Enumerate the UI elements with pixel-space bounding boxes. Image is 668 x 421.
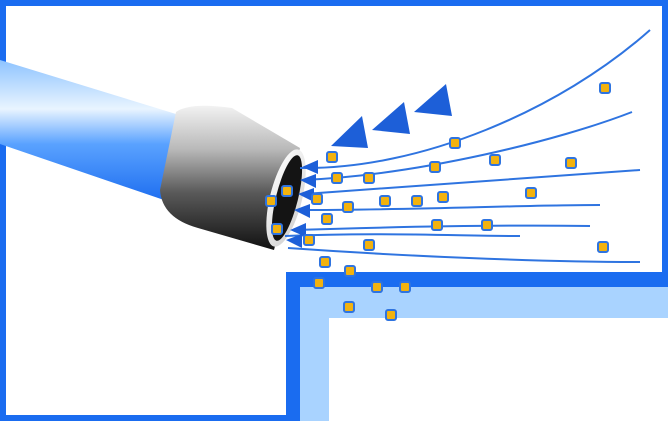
airflow-arrow-icon [331, 116, 368, 148]
dust-particle-icon [321, 213, 333, 225]
dust-particle-icon [303, 234, 315, 246]
airflow-arrow-icon [414, 84, 452, 116]
streamline [303, 169, 641, 195]
streamline [299, 29, 651, 170]
dust-particle-icon [313, 277, 325, 289]
dust-particle-icon [363, 172, 375, 184]
streamline [287, 247, 641, 263]
nozzle-cylinder-icon [160, 105, 306, 250]
dust-particle-icon [449, 137, 461, 149]
airflow-arrow-icon [294, 204, 310, 218]
dust-particle-icon [399, 281, 411, 293]
dust-particle-icon [342, 201, 354, 213]
airflow-arrowheads [286, 160, 318, 248]
dust-particle-icon [371, 281, 383, 293]
vacuum-hose-icon [0, 60, 176, 200]
dust-particle-icon [431, 219, 443, 231]
streamline [301, 111, 633, 181]
dust-particle-icon [379, 195, 391, 207]
dust-particle-icon [343, 301, 355, 313]
dust-particle-icon [481, 219, 493, 231]
dust-particle-icon [271, 223, 283, 235]
dust-particle-icon [265, 195, 277, 207]
dust-particles [265, 82, 611, 321]
dust-particle-icon [311, 193, 323, 205]
airflow-arrow-icon [302, 160, 318, 174]
dust-particle-icon [411, 195, 423, 207]
dust-particle-icon [281, 185, 293, 197]
dust-particle-icon [344, 265, 356, 277]
airflow-arrow-icon [290, 223, 306, 237]
airflow-arrow-icon [372, 102, 410, 134]
dust-particle-icon [437, 191, 449, 203]
dust-particle-icon [429, 161, 441, 173]
dust-particle-icon [565, 157, 577, 169]
dust-particle-icon [363, 239, 375, 251]
dust-particle-icon [597, 241, 609, 253]
airflow-arrow-icon [286, 234, 302, 248]
dust-particle-icon [489, 154, 501, 166]
streamline [293, 224, 591, 231]
airflow-arrow-icon [300, 174, 316, 188]
dust-particle-icon [599, 82, 611, 94]
streamline [284, 233, 521, 237]
suction-direction-arrows [331, 84, 452, 148]
dust-particle-icon [319, 256, 331, 268]
dust-particle-icon [331, 172, 343, 184]
dust-particle-icon [326, 151, 338, 163]
dust-particle-icon [525, 187, 537, 199]
surface-wall [286, 272, 668, 421]
dust-particle-icon [385, 309, 397, 321]
airflow-arrow-icon [298, 188, 314, 202]
